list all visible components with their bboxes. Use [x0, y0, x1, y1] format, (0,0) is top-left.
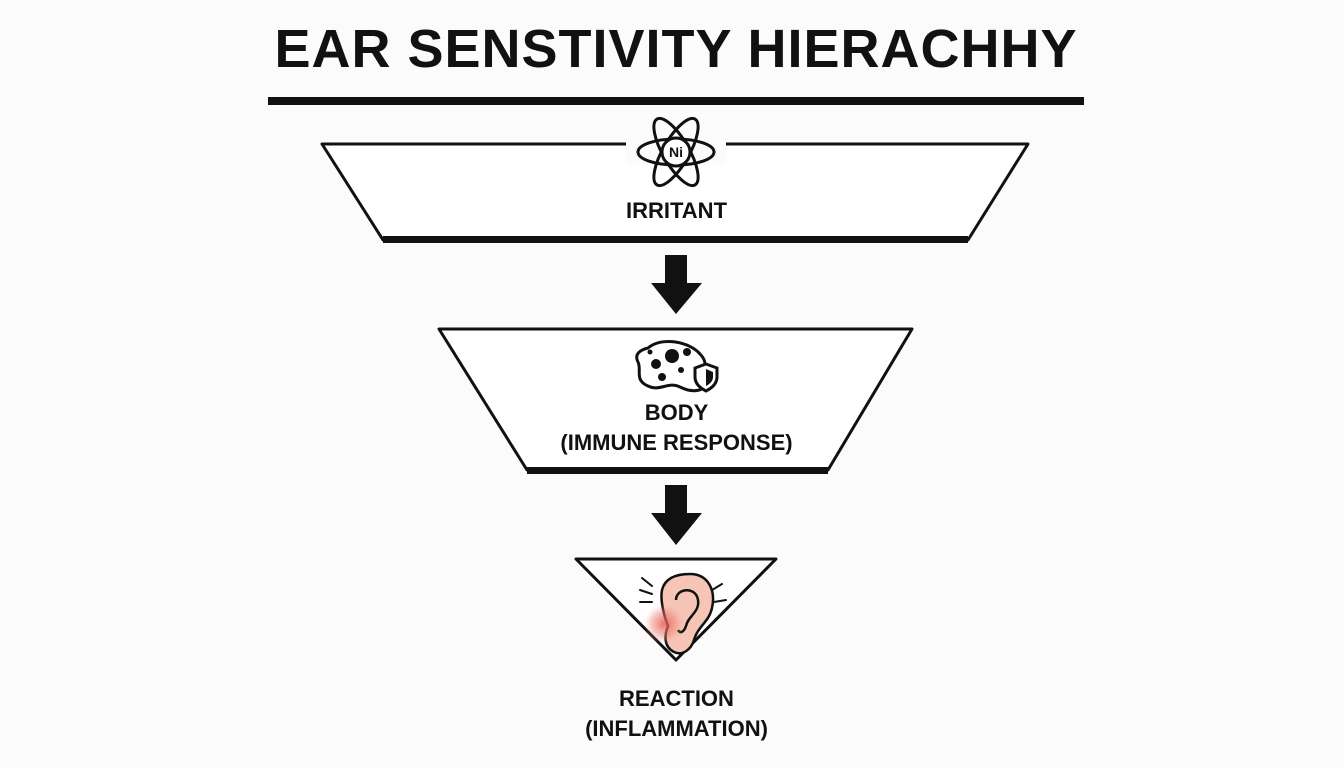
body-base-shadow	[527, 467, 828, 474]
body-label: BODY	[644, 400, 709, 425]
nickel-atom-icon: Ni	[636, 116, 716, 188]
immune-cell-shield-icon	[635, 339, 719, 393]
diagram-title: EAR SENSTIVITY HIERACHHY	[274, 19, 1078, 79]
irritant-label: IRRITANT	[625, 198, 728, 223]
down-arrow-1	[651, 255, 702, 314]
irritant-base-shadow	[383, 236, 968, 243]
irritation-lines	[639, 577, 727, 603]
level-irritant: Ni	[320, 116, 1030, 243]
reaction-label-block: REACTION (INFLAMMATION)	[540, 684, 813, 744]
body-label-block: BODY (IMMUNE RESPONSE)	[520, 398, 833, 458]
down-arrow-2	[651, 485, 702, 545]
level-body	[437, 327, 914, 474]
inflammation-glow	[644, 604, 684, 644]
level-reaction	[574, 557, 778, 662]
irritant-label-block: IRRITANT	[570, 196, 783, 226]
body-sublabel: (IMMUNE RESPONSE)	[560, 430, 793, 455]
nickel-symbol: Ni	[669, 144, 683, 160]
inflamed-ear-icon	[639, 572, 727, 655]
title-underline	[268, 97, 1084, 105]
reaction-sublabel: (INFLAMMATION)	[585, 716, 768, 741]
reaction-label: REACTION	[619, 686, 734, 711]
